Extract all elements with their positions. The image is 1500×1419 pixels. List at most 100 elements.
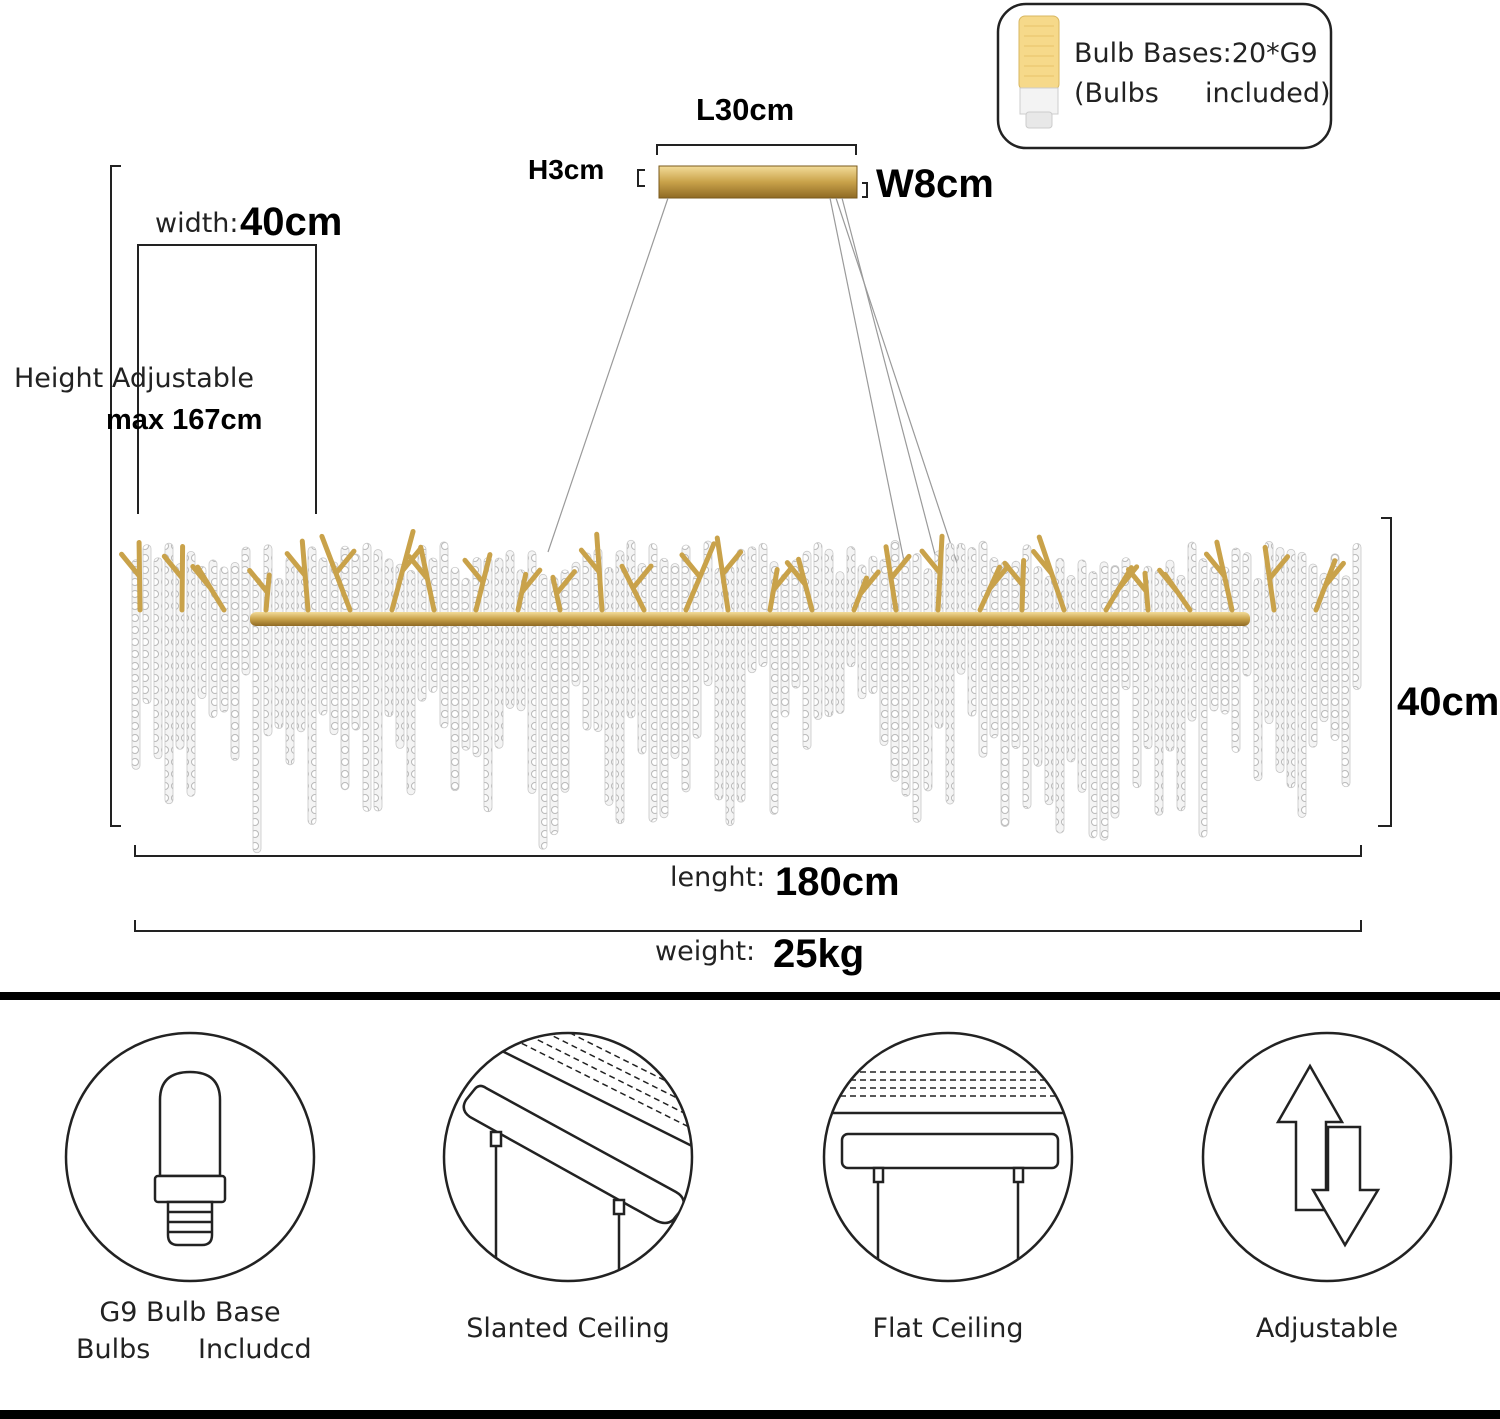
crystal-strand: [835, 571, 845, 714]
crystal-strand: [318, 557, 328, 716]
crystal-strand: [329, 561, 339, 736]
crystal-strand: [373, 549, 383, 812]
height-max-value: max 167cm: [106, 404, 263, 436]
crystal-strand: [450, 566, 460, 792]
crystal-strand: [1055, 557, 1065, 834]
width-bracket: [137, 244, 317, 514]
crystal-strand: [560, 569, 570, 793]
length-dimension-line: [134, 845, 1362, 857]
gold-branch: [319, 533, 357, 613]
crystal-strand: [307, 546, 317, 825]
crystal-strand: [670, 563, 680, 759]
crystal-strand: [1297, 551, 1307, 818]
crystal-strand: [296, 566, 306, 733]
crystal-strand: [945, 542, 955, 805]
crystal-strand: [1110, 565, 1120, 819]
crystal-strand: [967, 547, 977, 717]
crystal-strand: [1352, 543, 1362, 690]
crystal-strand: [142, 544, 152, 705]
crystal-strand: [1022, 544, 1032, 810]
crystal-strand: [978, 540, 988, 758]
crystal-strand: [1330, 553, 1340, 741]
gold-branch: [550, 569, 577, 613]
weight-label: weight:: [655, 936, 756, 967]
section-divider: [0, 992, 1500, 1000]
crystal-strand: [604, 567, 614, 806]
crystal-strand: [285, 556, 295, 766]
crystal-strand: [131, 559, 141, 770]
crystal-strand: [1308, 563, 1318, 748]
crystal-strand: [527, 550, 537, 794]
crystal-strand: [362, 542, 372, 812]
crystal-strand: [461, 577, 471, 751]
crystal-strand: [912, 553, 922, 823]
crystal-strand: [351, 553, 361, 731]
crystal-strand: [494, 557, 504, 749]
crystal-strand: [923, 568, 933, 792]
crystal-strand: [1000, 561, 1010, 827]
crystal-strand: [241, 546, 251, 676]
crystal-strand: [1077, 559, 1087, 793]
crystal-strand: [1220, 566, 1230, 715]
feature-caption-bulb: G9 Bulb Base: [99, 1297, 281, 1328]
crystal-strand: [1033, 566, 1043, 767]
crystal-strand: [1209, 565, 1219, 712]
g9-bulb-icon: [153, 1070, 227, 1247]
gold-branch: [406, 544, 437, 613]
crystal-strand: [197, 565, 207, 699]
crystal-strand: [615, 550, 625, 825]
g9-bulb-photo-icon: [1018, 15, 1060, 129]
width-value: 40cm: [240, 200, 343, 244]
gold-branch: [619, 563, 654, 613]
gold-branch: [767, 565, 795, 613]
gold-branch: [515, 567, 543, 613]
crystal-strand: [186, 550, 196, 797]
crystal-strand: [758, 542, 768, 668]
crystal-strand: [1165, 559, 1175, 752]
bulb-bases-text: Bulb Bases:20*G9: [1074, 38, 1318, 69]
crystal-strand: [1231, 547, 1241, 753]
suspension-wires: [547, 197, 959, 567]
gold-branch: [462, 552, 493, 613]
height-adjustable-label: Height Adjustable: [14, 363, 255, 394]
gold-branch: [1031, 534, 1067, 613]
feature-caption-flat: Flat Ceiling: [872, 1313, 1024, 1344]
crystal-strand: [1154, 569, 1164, 816]
bulb-info-box: [996, 2, 1333, 150]
crystal-strand: [1132, 578, 1142, 789]
adjustable-arrows-icon: [1275, 1063, 1381, 1248]
crystal-strand: [824, 548, 834, 717]
crystal-strand: [956, 542, 966, 675]
width-label: width:: [155, 208, 239, 239]
crystal-strand: [164, 542, 174, 805]
crystal-strand: [1319, 572, 1329, 723]
canopy-height: H3cm: [528, 154, 605, 185]
crystal-strand: [505, 550, 515, 709]
crystal-strand: [901, 557, 911, 797]
crystal-strand: [1187, 541, 1197, 722]
crystal-strand: [439, 541, 449, 729]
crystal-strand: [747, 546, 757, 674]
height-bracket-left: [110, 165, 121, 827]
chandelier-height-value: 40cm: [1397, 680, 1500, 724]
crystal-strand: [1011, 560, 1021, 749]
gold-branch: [851, 569, 881, 613]
gold-branch: [919, 533, 945, 613]
crystal-strand: [1088, 571, 1098, 839]
crystal-strand: [1253, 577, 1263, 782]
gold-branch: [161, 544, 186, 613]
gold-branch: [119, 540, 143, 613]
crystal-strand: [813, 542, 823, 720]
gold-branch: [1126, 567, 1151, 613]
weight-dimension-line: [134, 920, 1362, 932]
gold-branch: [883, 544, 912, 613]
gold-branch: [1203, 539, 1235, 613]
crystal-strand: [780, 573, 790, 718]
slanted-ceiling-icon: [462, 1034, 691, 1280]
crystal-strand: [395, 563, 405, 749]
canopy-length-line: [656, 144, 857, 155]
canopy-width: W8cm: [876, 162, 994, 206]
crystal-strand: [1099, 561, 1109, 841]
gold-branch: [1002, 558, 1027, 613]
